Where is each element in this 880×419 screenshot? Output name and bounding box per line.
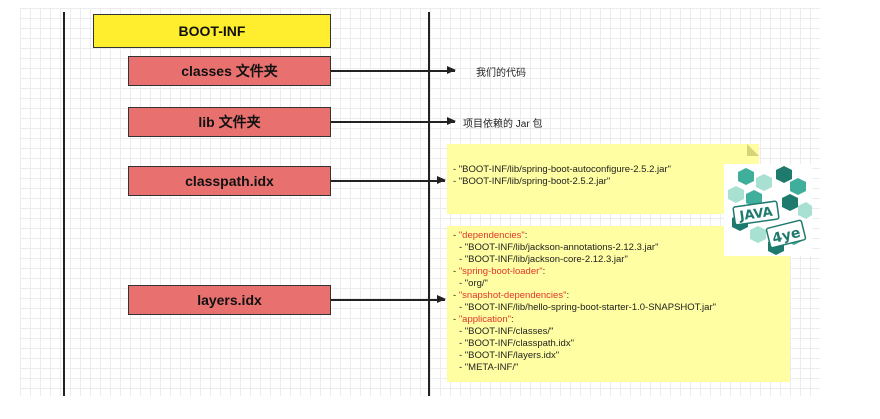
layers-idx-box: layers.idx <box>128 285 331 315</box>
right-lane-line <box>428 12 430 396</box>
classes-folder-box: classes 文件夹 <box>128 56 331 86</box>
classpath-note-line: - "BOOT-INF/lib/spring-boot-2.5.2.jar" <box>453 176 611 187</box>
layer-group-item: - "BOOT-INF/lib/hello-spring-boot-starte… <box>459 302 716 313</box>
layer-group-item: - "BOOT-INF/classes/" <box>459 326 554 337</box>
layer-group-item: - "BOOT-INF/layers.idx" <box>459 350 560 361</box>
classpath-note-lines: - "BOOT-INF/lib/spring-boot-autoconfigur… <box>453 164 753 188</box>
lib-folder-box: lib 文件夹 <box>128 107 331 137</box>
lib-description: 项目依赖的 Jar 包 <box>463 119 543 130</box>
layer-group-colon: : <box>566 290 570 301</box>
layer-group-heading: - "spring-boot-loader": <box>453 266 784 278</box>
layer-group-dash: - <box>453 230 459 241</box>
left-lane-line <box>63 12 65 396</box>
layer-group-dash: - <box>453 290 459 301</box>
layer-group-item: - "BOOT-INF/lib/jackson-annotations-2.12… <box>459 242 659 253</box>
arrow-layers <box>331 296 446 302</box>
classpath-idx-box: classpath.idx <box>128 166 331 196</box>
arrow-classpath <box>331 177 446 183</box>
classpath-note-fold <box>747 144 759 156</box>
layer-group-key: "application" <box>458 314 511 325</box>
java-4ye-logo-graphic: JAVA 4ye <box>728 166 812 255</box>
layer-group-key: "dependencies" <box>458 230 525 241</box>
layer-group-item: - "BOOT-INF/classpath.idx" <box>459 338 574 349</box>
layer-group-heading: - "application": <box>453 314 784 326</box>
layer-group-heading: - "dependencies": <box>453 230 784 242</box>
java-4ye-logo: JAVA 4ye <box>724 164 812 256</box>
boot-inf-box: BOOT-INF <box>93 14 331 48</box>
logo-java-plate <box>732 200 780 226</box>
layer-group-colon: : <box>524 230 528 241</box>
layer-group-key: "spring-boot-loader" <box>458 266 543 277</box>
layer-group-key: "snapshot-dependencies" <box>458 290 567 301</box>
classpath-note-line: - "BOOT-INF/lib/spring-boot-autoconfigur… <box>453 164 671 175</box>
layer-group-dash: - <box>453 314 459 325</box>
layers-note-lines: - "dependencies":- "BOOT-INF/lib/jackson… <box>453 230 784 374</box>
layer-group-heading: - "snapshot-dependencies": <box>453 290 784 302</box>
logo-4ye-plate <box>765 219 807 249</box>
layer-group-item: - "org/" <box>459 278 488 289</box>
classpath-note: - "BOOT-INF/lib/spring-boot-autoconfigur… <box>447 144 759 214</box>
arrow-lib <box>331 118 456 124</box>
layer-group-colon: : <box>542 266 546 277</box>
layer-group-colon: : <box>510 314 514 325</box>
layer-group-dash: - <box>453 266 459 277</box>
layer-group-item: - "META-INF/" <box>459 362 519 373</box>
classes-description: 我们的代码 <box>476 68 526 79</box>
arrow-classes <box>331 67 456 73</box>
layer-group-item: - "BOOT-INF/lib/jackson-core-2.12.3.jar" <box>459 254 628 265</box>
logo-java-text: JAVA <box>738 205 774 225</box>
logo-4ye-text: 4ye <box>771 225 802 247</box>
